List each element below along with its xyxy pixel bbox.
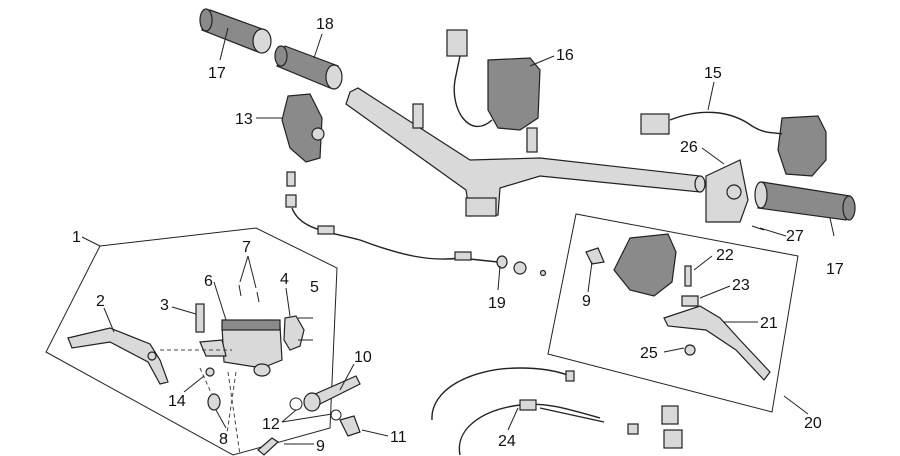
right-switch bbox=[640, 111, 827, 177]
callout-27: 27 bbox=[786, 228, 804, 245]
callout-23: 23 bbox=[732, 277, 750, 294]
left-switch bbox=[446, 29, 541, 131]
callout-8: 8 bbox=[219, 431, 228, 448]
callout-21: 21 bbox=[760, 315, 778, 332]
right-lever bbox=[663, 305, 771, 381]
callout-11: 11 bbox=[390, 429, 407, 446]
callout-19: 19 bbox=[488, 295, 506, 312]
left-lever bbox=[67, 327, 169, 385]
callout-22: 22 bbox=[716, 247, 734, 264]
callout-25: 25 bbox=[640, 345, 658, 362]
callout-4: 4 bbox=[280, 271, 289, 288]
callout-5: 5 bbox=[310, 279, 319, 296]
callout-20: 20 bbox=[804, 415, 822, 432]
callout-26: 26 bbox=[680, 139, 698, 156]
left-grip bbox=[199, 8, 272, 54]
callout-16: 16 bbox=[556, 47, 574, 64]
throttle-sleeve bbox=[274, 45, 343, 90]
callout-9-bottom: 9 bbox=[316, 438, 325, 455]
callout-17-right: 17 bbox=[826, 261, 844, 278]
callout-13: 13 bbox=[235, 111, 253, 128]
group-1-frame bbox=[45, 227, 338, 456]
throttle-cable bbox=[285, 171, 547, 277]
callout-24: 24 bbox=[498, 433, 516, 450]
callout-17-left: 17 bbox=[208, 65, 226, 82]
clamp bbox=[283, 315, 305, 351]
handlebar bbox=[345, 87, 706, 217]
callout-12: 12 bbox=[262, 416, 280, 433]
master-cylinder bbox=[199, 319, 283, 377]
leader-lines bbox=[81, 27, 835, 445]
group-20-frame bbox=[547, 213, 799, 413]
callout-18: 18 bbox=[316, 16, 334, 33]
callout-15: 15 bbox=[704, 65, 722, 82]
throttle-housing bbox=[281, 93, 325, 163]
callout-3: 3 bbox=[160, 297, 169, 314]
brake-cable bbox=[431, 367, 571, 421]
callout-labels: 17 18 13 16 15 26 17 27 19 1 2 3 6 7 4 5… bbox=[72, 16, 844, 455]
callout-9-right: 9 bbox=[582, 293, 591, 310]
callout-2: 2 bbox=[96, 293, 105, 310]
callout-14: 14 bbox=[168, 393, 186, 410]
callout-6: 6 bbox=[204, 273, 213, 290]
right-grip bbox=[754, 181, 856, 221]
callout-10: 10 bbox=[354, 349, 372, 366]
callout-1: 1 bbox=[72, 229, 81, 246]
callout-7: 7 bbox=[242, 239, 251, 256]
